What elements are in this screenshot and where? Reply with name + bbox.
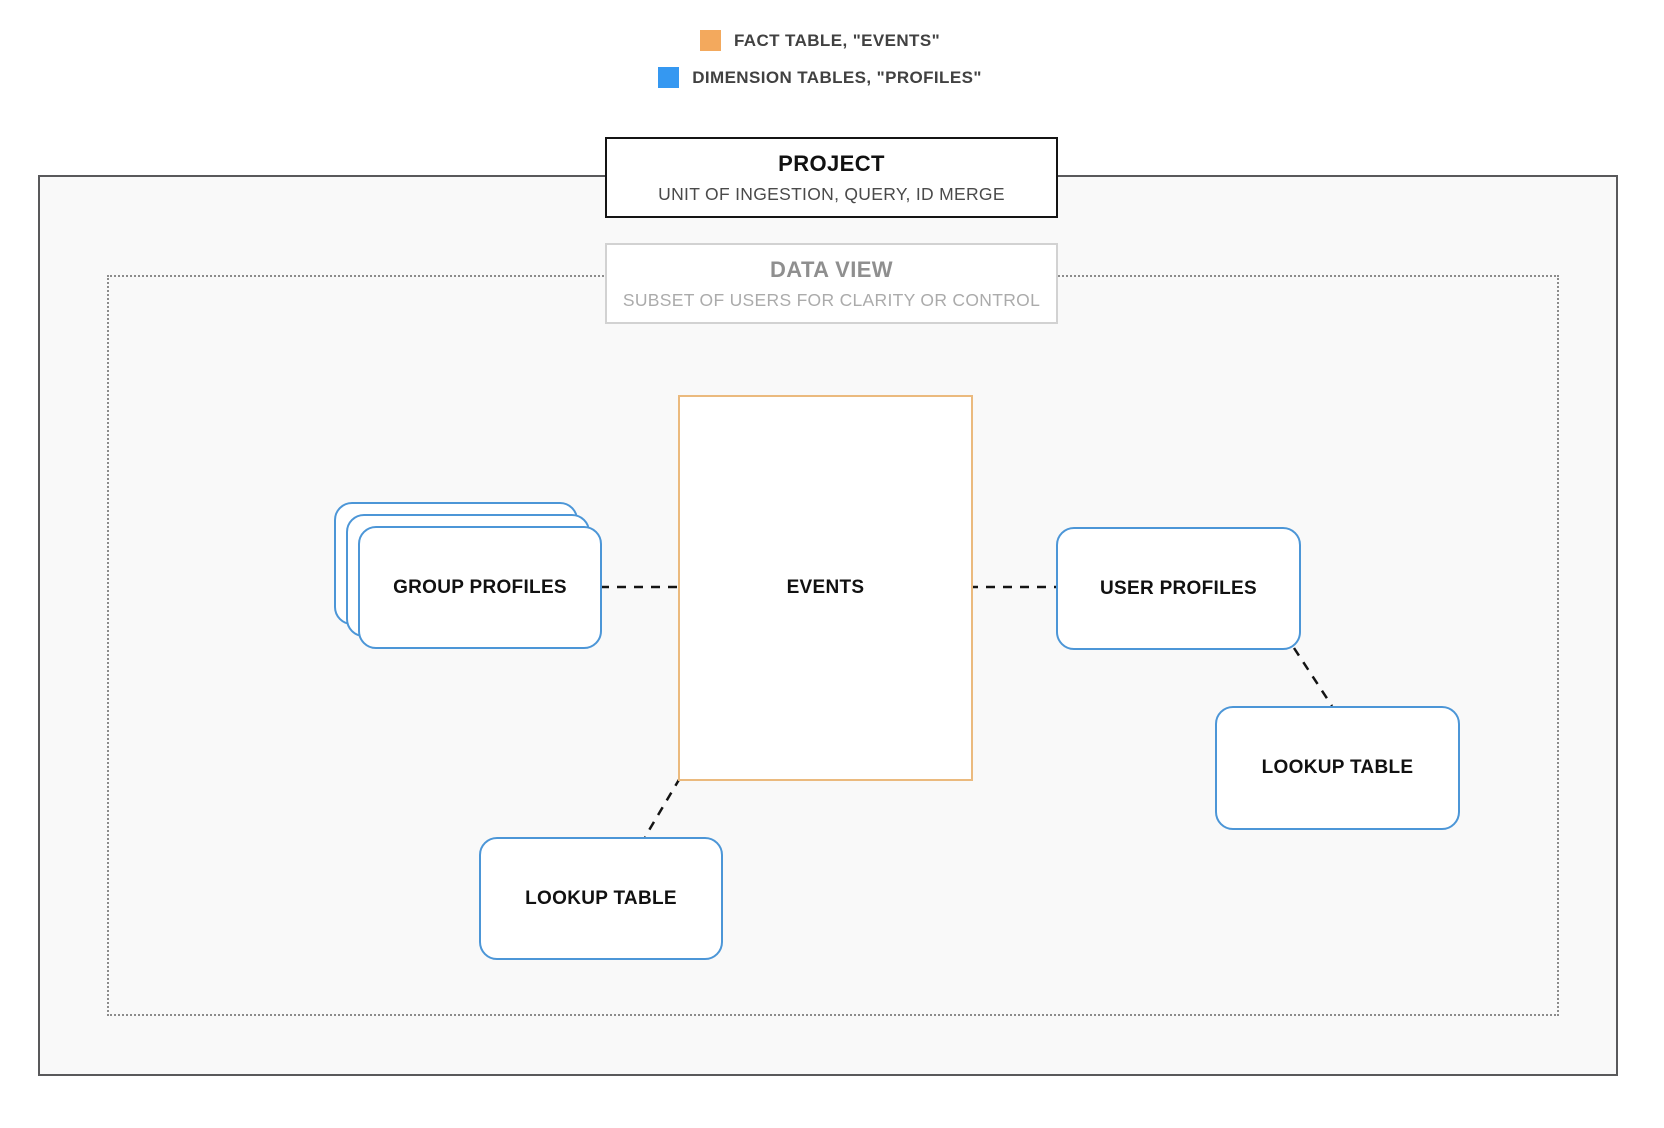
dimension-tables-legend-label: DIMENSION TABLES, "PROFILES" [692, 67, 982, 87]
legend: FACT TABLE, "EVENTS" DIMENSION TABLES, "… [0, 30, 1640, 88]
lookup-table-left-label: LOOKUP TABLE [525, 887, 677, 909]
user-profiles-label: USER PROFILES [1100, 577, 1257, 599]
node-user-profiles: USER PROFILES [1056, 527, 1301, 650]
project-box: PROJECT UNIT OF INGESTION, QUERY, ID MER… [605, 137, 1058, 218]
node-events: EVENTS [678, 395, 973, 781]
project-subtitle: UNIT OF INGESTION, QUERY, ID MERGE [658, 183, 1005, 204]
group-profiles-label: GROUP PROFILES [393, 576, 567, 598]
dimension-tables-swatch-icon [658, 67, 680, 88]
data-view-subtitle: SUBSET OF USERS FOR CLARITY OR CONTROL [622, 289, 1041, 310]
data-view-box: DATA VIEW SUBSET OF USERS FOR CLARITY OR… [605, 243, 1058, 324]
events-label: EVENTS [786, 577, 865, 598]
data-view-title: DATA VIEW [770, 256, 893, 282]
legend-item-dimension-tables: DIMENSION TABLES, "PROFILES" [658, 67, 982, 88]
legend-item-fact-table: FACT TABLE, "EVENTS" [699, 30, 941, 51]
node-lookup-table-left: LOOKUP TABLE [479, 837, 723, 960]
lookup-table-right-label: LOOKUP TABLE [1261, 757, 1414, 778]
fact-table-swatch-icon [699, 30, 721, 51]
node-lookup-table-right: LOOKUP TABLE [1215, 706, 1460, 830]
node-group-profiles: GROUP PROFILES [358, 526, 602, 649]
project-title: PROJECT [778, 150, 885, 176]
fact-table-legend-label: FACT TABLE, "EVENTS" [733, 30, 941, 50]
